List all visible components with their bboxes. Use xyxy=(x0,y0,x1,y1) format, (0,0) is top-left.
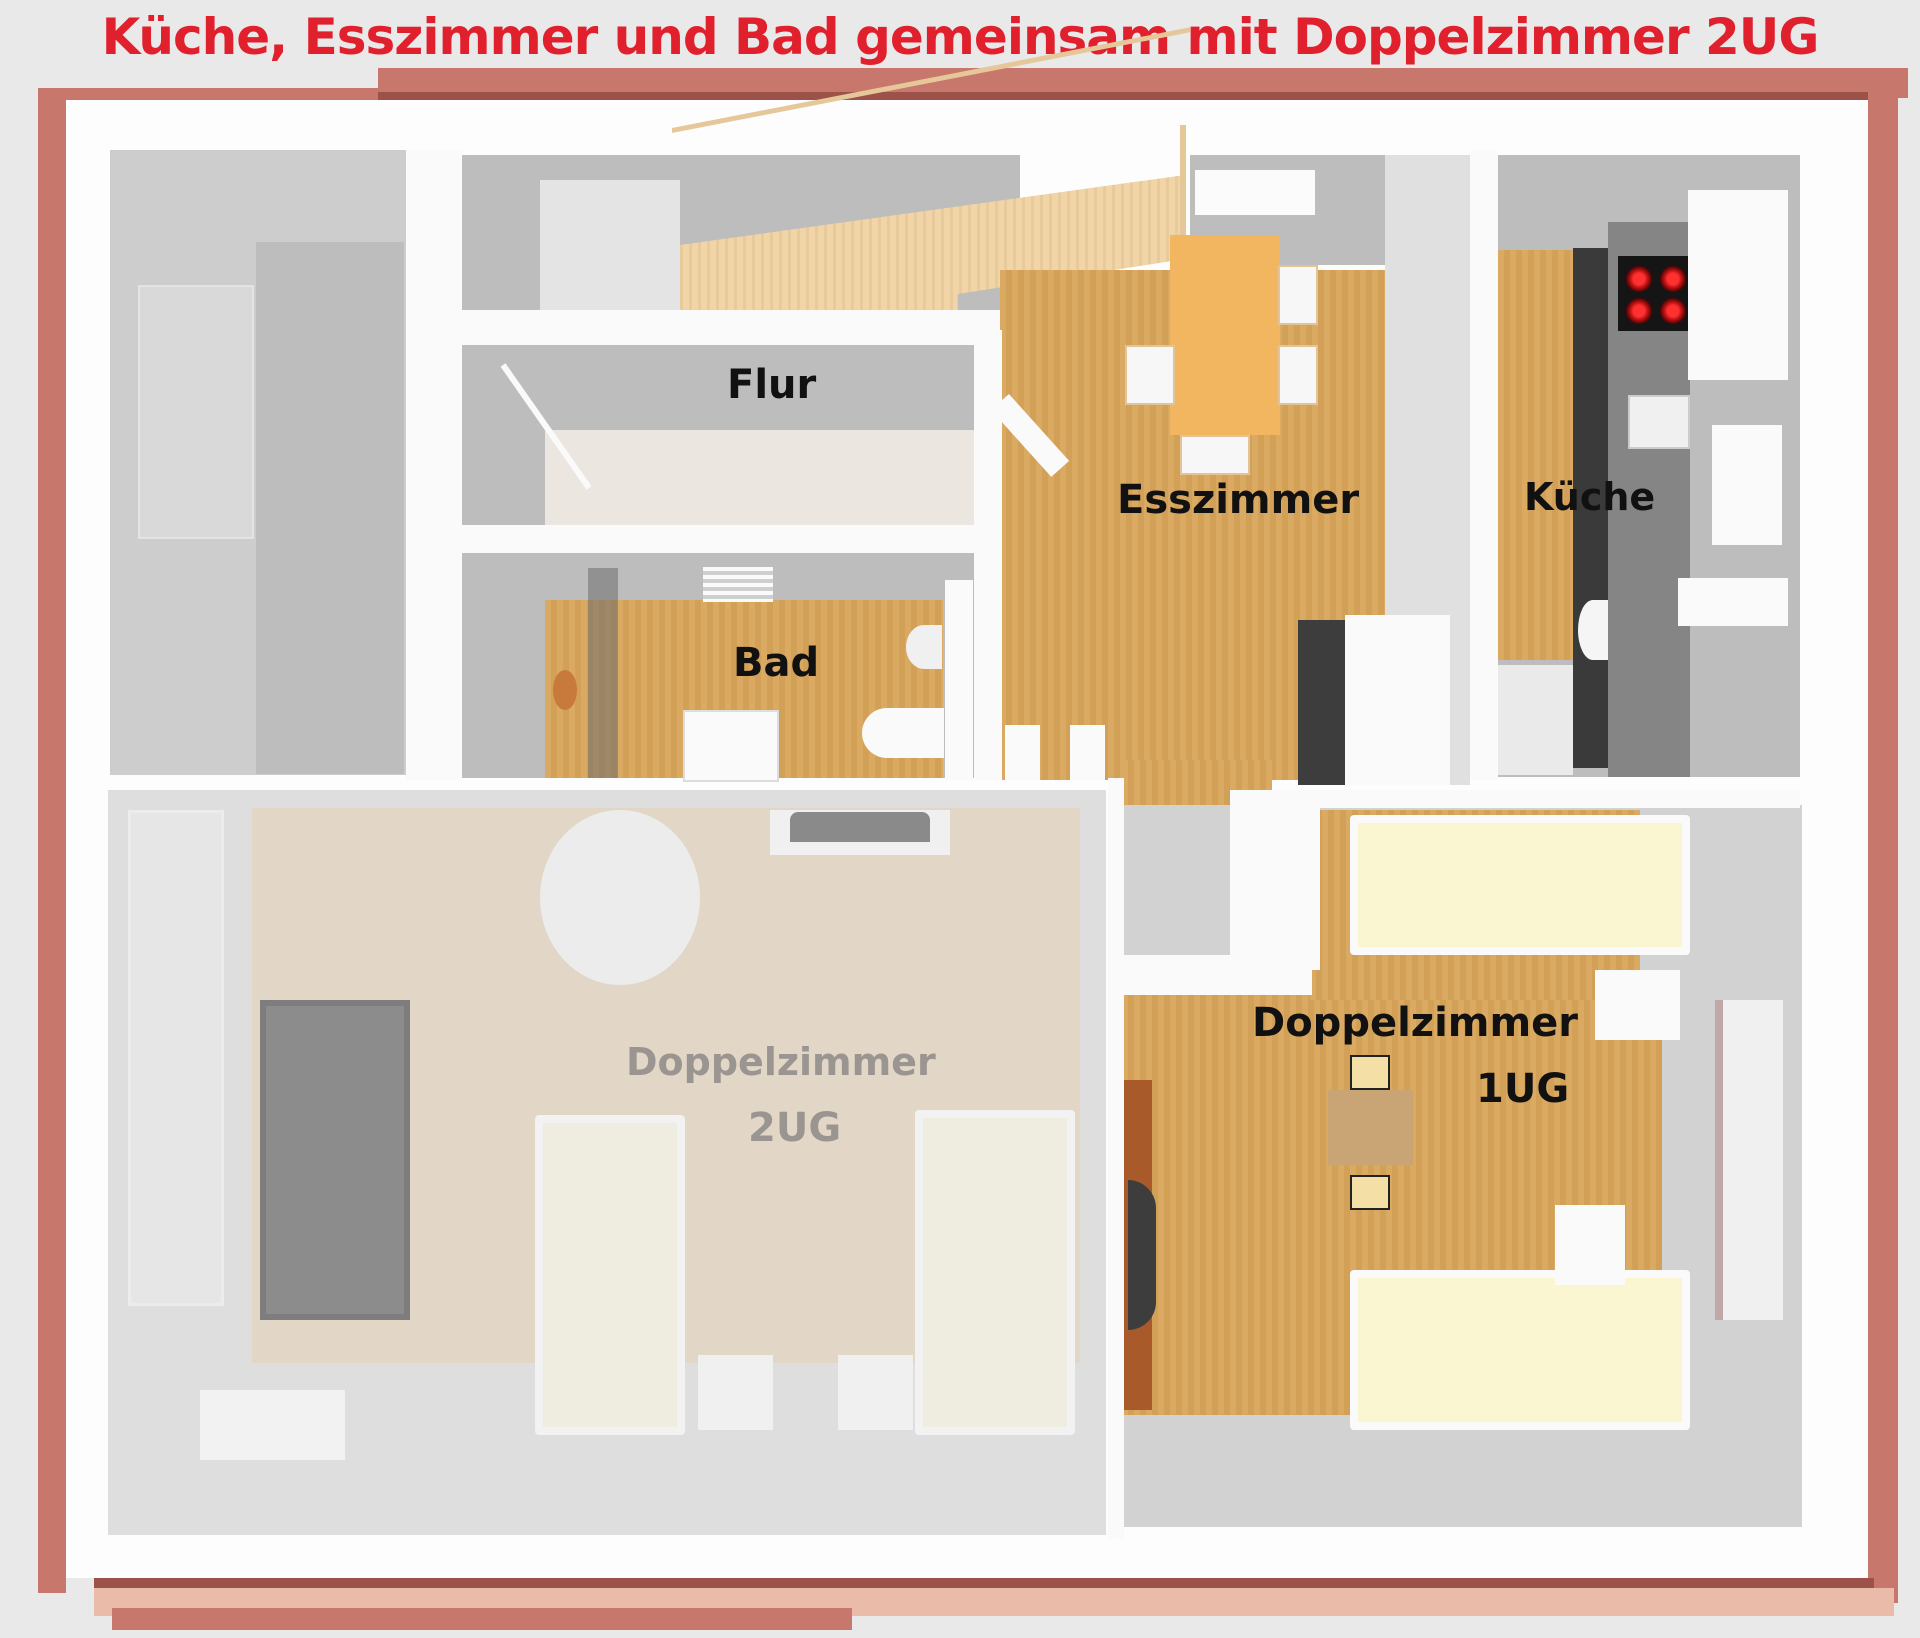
wall-divider xyxy=(460,525,1000,553)
nightstand-1ug xyxy=(1555,1205,1625,1285)
flur-floor xyxy=(545,430,974,525)
pillar xyxy=(1005,725,1040,780)
tv xyxy=(790,812,930,842)
sofa xyxy=(260,1000,410,1320)
dining-chair xyxy=(1180,435,1250,475)
washing-machine xyxy=(1578,600,1608,660)
burner-icon xyxy=(1660,266,1686,292)
dining-table xyxy=(1170,235,1280,435)
bathtub xyxy=(683,710,779,782)
chair-1ug xyxy=(1350,1175,1390,1210)
small-table xyxy=(1328,1090,1413,1165)
dining-chair xyxy=(1278,345,1318,405)
toilet xyxy=(862,708,944,758)
burner-icon xyxy=(1660,298,1686,324)
pillar xyxy=(1070,725,1105,780)
bad-door xyxy=(588,568,618,778)
outer-wall-right xyxy=(1868,68,1898,1603)
dining-chair xyxy=(1125,345,1175,405)
nightstand xyxy=(698,1355,773,1430)
room-left-storage-wall xyxy=(256,242,404,774)
window-left-storage xyxy=(138,285,254,539)
nightstand xyxy=(838,1355,913,1430)
esszimmer-shelf xyxy=(1298,620,1346,785)
wall-divider xyxy=(406,150,462,780)
kueche-floor-lower xyxy=(1498,665,1573,775)
kitchen-window xyxy=(1712,425,1782,545)
bed-2ug-right xyxy=(915,1110,1075,1435)
wall-divider xyxy=(974,330,1002,780)
burner-icon xyxy=(1626,266,1652,292)
towel-radiator xyxy=(703,567,773,602)
doppelzimmer-2ug-window xyxy=(128,810,224,1306)
outer-wall-top-shadow xyxy=(378,92,1893,100)
room-label-flur: Flur xyxy=(727,362,817,408)
wall-divider xyxy=(1122,955,1312,995)
wall-divider xyxy=(1108,778,1124,1538)
outer-wall-bottom-left xyxy=(112,1608,852,1630)
outer-wall-left xyxy=(38,88,66,1593)
kueche-floor xyxy=(1498,250,1573,660)
room-label-doppelzimmer-2ug-line1: Doppelzimmer xyxy=(626,1040,936,1084)
room-label-esszimmer: Esszimmer xyxy=(1117,477,1360,523)
outer-wall-bottom-shadow xyxy=(94,1578,1874,1588)
desk xyxy=(200,1390,345,1460)
nightstand-1ug xyxy=(1595,970,1680,1040)
armchair-1ug xyxy=(1128,1180,1156,1330)
stair-landing xyxy=(540,180,680,310)
bed-1ug-bottom xyxy=(1350,1270,1690,1430)
kitchen-cabinet-low xyxy=(1678,578,1788,626)
wall-divider xyxy=(460,310,1000,345)
bad-wall xyxy=(945,580,973,780)
washbasin xyxy=(906,625,942,669)
room-label-bad: Bad xyxy=(733,640,820,686)
esszimmer-top-window xyxy=(1195,170,1315,215)
stair-railing-side xyxy=(1180,125,1186,315)
round-table xyxy=(540,810,700,985)
doppelzimmer-1ug-window xyxy=(1715,1000,1783,1320)
room-label-doppelzimmer-2ug-line2: 2UG xyxy=(748,1105,842,1151)
wall-divider xyxy=(1470,150,1498,780)
kitchen-counter-left xyxy=(1573,248,1608,768)
room-label-kueche: Küche xyxy=(1524,475,1656,519)
bad-door-knob xyxy=(553,670,577,710)
bed-1ug-top xyxy=(1350,815,1690,955)
kitchen-wall-cabinet xyxy=(1688,190,1788,380)
kitchen-hob xyxy=(1618,256,1690,331)
doppelzimmer-1ug-wall xyxy=(1230,790,1320,970)
dining-chair xyxy=(1278,265,1318,325)
wall-divider xyxy=(1300,790,1800,808)
room-label-doppelzimmer-1ug-line2: 1UG xyxy=(1476,1066,1570,1112)
bed-2ug-left xyxy=(535,1115,685,1435)
plan-title: Küche, Esszimmer und Bad gemeinsam mit D… xyxy=(101,8,1820,66)
room-label-doppelzimmer-1ug-line1: Doppelzimmer xyxy=(1252,1000,1578,1046)
kitchen-sink xyxy=(1628,395,1690,449)
chair-1ug xyxy=(1350,1055,1390,1090)
burner-icon xyxy=(1626,298,1652,324)
esszimmer-cabinet xyxy=(1345,615,1450,785)
